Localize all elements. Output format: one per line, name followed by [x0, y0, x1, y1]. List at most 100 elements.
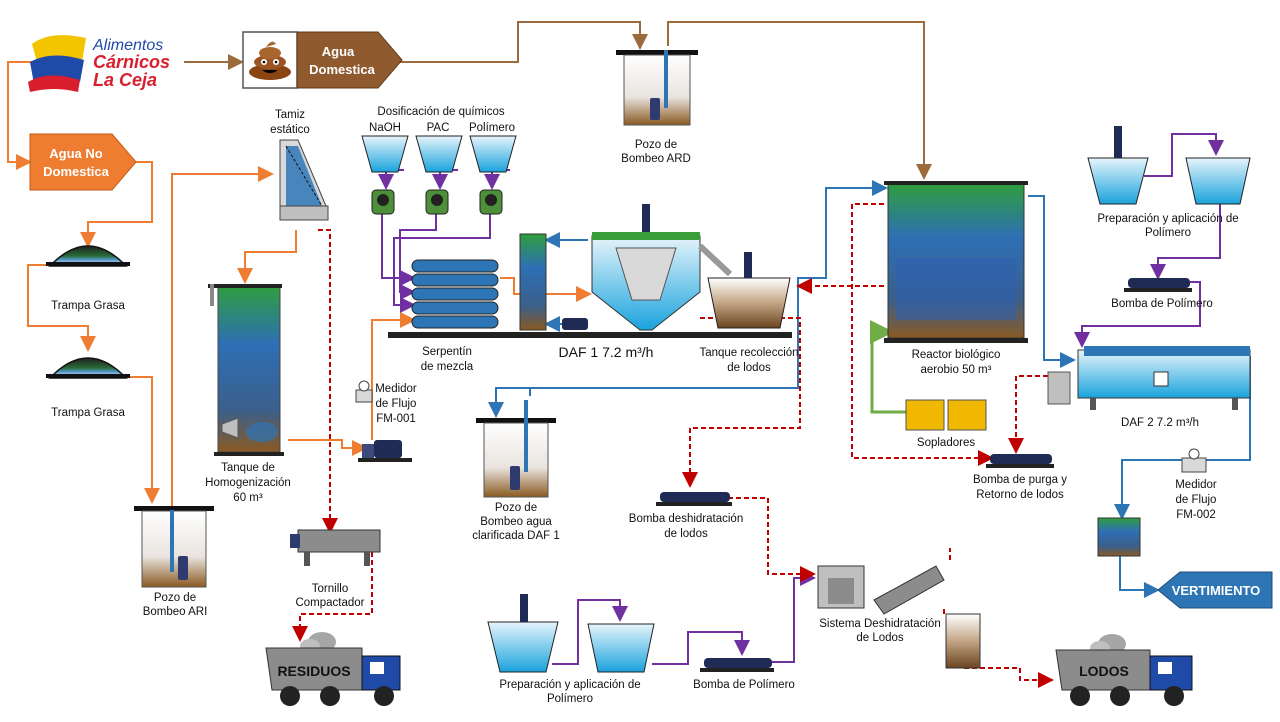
tornillo-label-2: Compactador — [295, 597, 364, 609]
pozo-ard-label-1: Pozo de — [635, 139, 677, 151]
vertimiento-label: VERTIMIENTO — [1172, 583, 1261, 598]
vertimiento-output: VERTIMIENTO — [1157, 571, 1273, 609]
bomba-polimero-top: Bomba de Polímero — [1111, 278, 1213, 310]
pump-icon — [178, 556, 188, 580]
orange-flow-lines — [7, 61, 592, 508]
truck-lodos: LODOS — [1055, 634, 1193, 706]
company-logo: Alimentos Cárnicos La Ceja — [28, 35, 170, 92]
tanque-homo-label-2: Homogenización — [205, 477, 291, 489]
naoh-tank — [361, 135, 409, 173]
preparacion-polimero-bottom: Preparación y aplicación de Polímero — [487, 594, 655, 705]
bomba-deshid-label-1: Bomba deshidratación — [629, 513, 743, 525]
pac-label: PAC — [427, 122, 450, 134]
prep-poli-top-label-1: Preparación y aplicación de — [1097, 213, 1238, 225]
dosing-pump-icon — [371, 189, 503, 215]
bomba-purga-label-1: Bomba de purga y — [973, 474, 1067, 486]
agua-no-domestica-source: Agua No Domestica — [29, 133, 137, 191]
pozo-ard-label-2: Bombeo ARD — [621, 153, 691, 165]
pozo-bombeo-ard: Pozo de Bombeo ARD — [616, 50, 698, 165]
serpentin-label-1: Serpentín — [422, 346, 472, 358]
tornillo-compactador: Tornillo Compactador — [290, 529, 381, 609]
residuos-label: RESIDUOS — [277, 663, 350, 679]
bomba-poli-bottom-label: Bomba de Polímero — [693, 679, 795, 691]
sopladores-label: Sopladores — [917, 437, 975, 449]
sopladores: Sopladores — [905, 399, 987, 449]
tanque-final — [1097, 517, 1141, 557]
poop-icon — [249, 41, 291, 80]
pump-icon — [510, 466, 520, 490]
logo-line1: Alimentos — [92, 37, 163, 54]
logo-line2: Cárnicos — [93, 52, 170, 72]
logo-line3: La Ceja — [93, 70, 157, 90]
daf1-label: DAF 1 7.2 m³/h — [559, 344, 654, 360]
naoh-label: NaOH — [369, 122, 401, 134]
agua-domestica-label-1: Agua — [322, 44, 355, 59]
flow-meter-icon — [1181, 448, 1207, 473]
agua-no-domestica-label-1: Agua No — [49, 146, 103, 161]
tanque-lodos-label-2: de lodos — [727, 362, 771, 374]
agua-no-domestica-label-2: Domestica — [43, 164, 110, 179]
pump-icon — [650, 98, 660, 120]
tanque-lodos-label-1: Tanque recolección — [699, 347, 798, 359]
medidor1-label-1: Medidor — [375, 383, 417, 395]
bomba-deshidratacion: Bomba deshidratación de lodos — [629, 492, 743, 540]
trampa-grasa-2: Trampa Grasa — [46, 357, 130, 419]
pozo-daf1-label-1: Pozo de — [495, 502, 537, 514]
bomba-deshid-label-2: de lodos — [664, 528, 708, 540]
polimero-tank — [469, 135, 517, 173]
dosificacion-quimicos: Dosificación de químicos NaOH PAC Políme… — [361, 106, 517, 215]
pump-icon — [358, 440, 412, 462]
tamiz-estatico: Tamiz estático — [270, 109, 329, 221]
medidor2-label-3: FM-002 — [1176, 509, 1216, 521]
pozo-daf1-label-2: Bombeo agua — [480, 516, 552, 528]
trampa-grasa-1: Trampa Grasa — [46, 245, 130, 312]
prep-poli-bottom-label-2: Polímero — [547, 693, 593, 705]
pac-tank — [415, 135, 463, 173]
medidor-fm-002: Medidor de Flujo FM-002 — [1175, 448, 1217, 521]
sistema-deshidratacion: Sistema Deshidratación de Lodos — [817, 565, 981, 669]
trampa-grasa-2-label: Trampa Grasa — [51, 407, 125, 419]
medidor1-label-3: FM-001 — [376, 413, 416, 425]
polimero-chem-label: Polímero — [469, 122, 515, 134]
dosificacion-label: Dosificación de químicos — [377, 106, 504, 118]
pozo-bombeo-daf1: Pozo de Bombeo agua clarificada DAF 1 — [472, 400, 560, 542]
tornillo-label-1: Tornillo — [312, 583, 348, 595]
sistema-deshid-label-2: de Lodos — [856, 632, 904, 644]
reactor-biologico: Reactor biológico aerobio 50 m³ — [884, 181, 1028, 376]
trampa-grasa-1-label: Trampa Grasa — [51, 300, 125, 312]
daf-2: DAF 2 7.2 m³/h — [1047, 346, 1251, 429]
daf2-label: DAF 2 7.2 m³/h — [1121, 417, 1199, 429]
bomba-polimero-bottom: Bomba de Polímero — [693, 658, 795, 691]
pozo-ari-label-1: Pozo de — [154, 592, 196, 604]
daf-1: DAF 1 7.2 m³/h — [519, 204, 733, 360]
tamiz-label-2: estático — [270, 124, 310, 136]
pozo-ari-label-2: Bombeo ARI — [143, 606, 208, 618]
truck-residuos: RESIDUOS — [265, 632, 401, 706]
preparacion-polimero-top: Preparación y aplicación de Polímero — [1087, 126, 1251, 239]
tanque-homo-label-3: 60 m³ — [233, 492, 263, 504]
medidor1-label-2: de Flujo — [376, 398, 417, 410]
brown-flow-lines — [184, 21, 932, 180]
bomba-purga-label-2: Retorno de lodos — [976, 489, 1064, 501]
green-air-lines — [870, 320, 906, 414]
serpentin-mezcla: Serpentín de mezcla — [388, 259, 792, 373]
tanque-homo-label-1: Tanque de — [221, 462, 275, 474]
pozo-daf1-label-3: clarificada DAF 1 — [472, 530, 560, 542]
tanque-recoleccion-lodos: Tanque recolección de lodos — [699, 252, 799, 374]
reactor-label-2: aerobio 50 m³ — [921, 364, 992, 376]
bomba-poli-top-label: Bomba de Polímero — [1111, 298, 1213, 310]
tanque-homogenizacion: Tanque de Homogenización 60 m³ — [205, 284, 291, 504]
red-sludge-lines — [292, 203, 1050, 680]
bomba-purga: Bomba de purga y Retorno de lodos — [973, 454, 1067, 501]
prep-poli-top-label-2: Polímero — [1145, 227, 1191, 239]
lodos-label: LODOS — [1079, 663, 1129, 679]
reactor-label-1: Reactor biológico — [912, 349, 1001, 361]
agua-domestica-source: Agua Domestica — [242, 31, 403, 89]
medidor2-label-1: Medidor — [1175, 479, 1217, 491]
agua-domestica-label-2: Domestica — [309, 62, 376, 77]
pump-icon — [562, 318, 588, 330]
flow-meter-icon — [355, 380, 373, 403]
medidor-fm-001: Medidor de Flujo FM-001 — [355, 380, 417, 462]
prep-poli-bottom-label-1: Preparación y aplicación de — [499, 679, 640, 691]
